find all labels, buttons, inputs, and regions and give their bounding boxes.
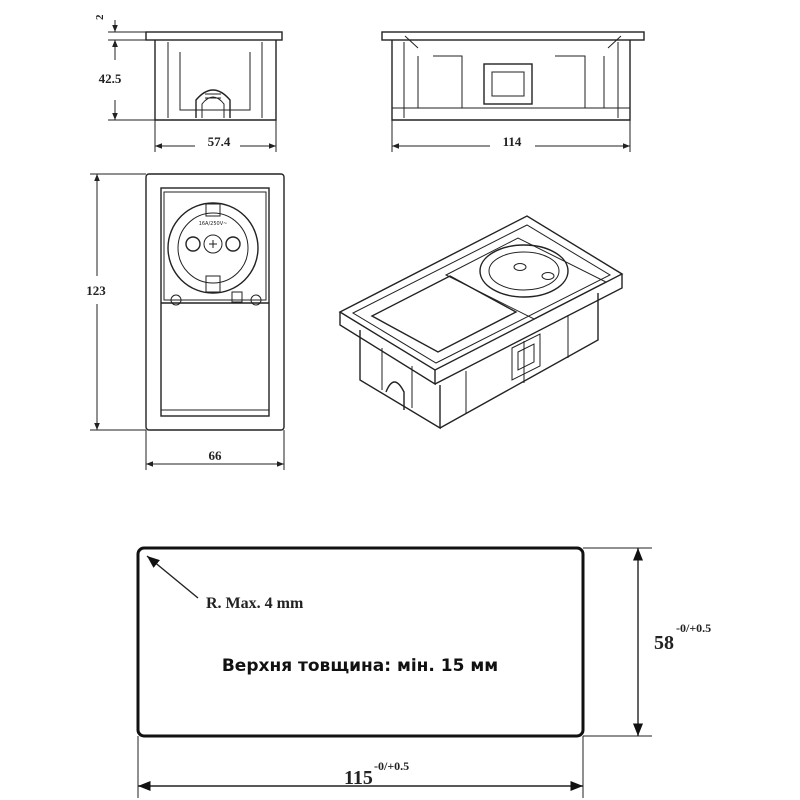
- front-view: 114: [381, 31, 645, 152]
- socket-pin-left: [185, 236, 201, 252]
- iso-socket: [479, 244, 569, 298]
- isometric-view: [338, 215, 624, 430]
- dim-cutout-width: 115: [344, 767, 373, 789]
- cutout-rectangle: [136, 546, 585, 738]
- dim-cutout-height: 58: [654, 632, 674, 654]
- socket-center: [203, 234, 223, 254]
- dim-front-width: 114: [503, 134, 522, 149]
- socket-outline: [167, 202, 259, 294]
- side-view: 2 42.5 57.4: [94, 14, 283, 152]
- iso-lid: [370, 275, 518, 353]
- dim-cutout-width-tolerance: -0/+0.5: [374, 759, 409, 773]
- dim-top-height: 123: [86, 283, 106, 298]
- radius-note: R. Max. 4 mm: [206, 595, 304, 612]
- dim-side-width: 57.4: [208, 134, 231, 149]
- socket-pin-right: [225, 236, 241, 252]
- dim-top-width: 66: [209, 448, 223, 463]
- top-view: 16A/250V~ 123 66: [86, 173, 285, 470]
- thickness-note: Верхня товщина: мін. 15 мм: [222, 656, 498, 676]
- socket-rating: 16A/250V~: [199, 221, 228, 227]
- ground-clip-top: [205, 203, 221, 217]
- cutout-drawing: R. Max. 4 mm Верхня товщина: мін. 15 мм …: [136, 546, 711, 798]
- ground-clip-bottom: [205, 275, 221, 293]
- dim-top-thickness: 2: [94, 14, 106, 20]
- dim-cutout-height-tolerance: -0/+0.5: [676, 621, 711, 635]
- dim-side-height: 42.5: [99, 71, 122, 86]
